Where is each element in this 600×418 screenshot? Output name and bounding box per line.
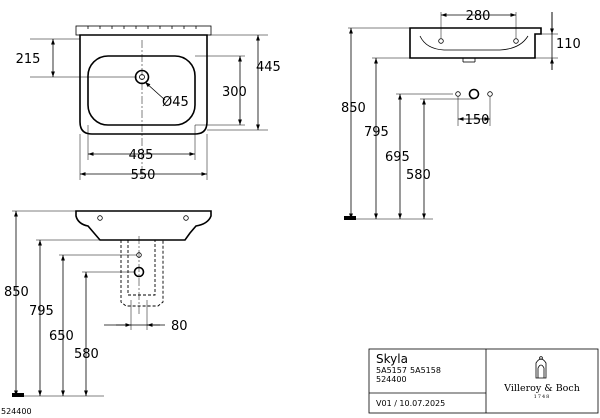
dim-150: 150 [465, 113, 490, 128]
dim-795: 795 [364, 125, 389, 140]
brand-year: 1748 [534, 394, 551, 400]
article-number-1: 5A5157 [376, 366, 407, 375]
dim-650-elev: 650 [49, 329, 74, 344]
product-name: Skyla [376, 352, 408, 366]
brand-logo: Villeroy & Boch 1748 [503, 356, 580, 400]
dim-580: 580 [406, 168, 431, 183]
dim-485: 485 [129, 148, 154, 163]
dim-80: 80 [171, 319, 188, 334]
dim-850: 850 [341, 101, 366, 116]
article-number-2: 5A5158 [410, 366, 441, 375]
dim-850-elev: 850 [4, 285, 29, 300]
bowl-outline [87, 55, 196, 126]
dim-300: 300 [222, 85, 247, 100]
dim-280: 280 [466, 9, 491, 24]
elevation-basin [75, 210, 212, 241]
dim-110: 110 [556, 37, 581, 52]
dim-line-45 [144, 81, 166, 101]
dim-445: 445 [256, 60, 281, 75]
dim-580-elev: 580 [74, 347, 99, 362]
drawing-number: 524400 [1, 407, 32, 416]
article-number-3: 524400 [376, 375, 407, 384]
connection-left [455, 91, 461, 97]
dim-795-elev: 795 [29, 304, 54, 319]
brand-name: Villeroy & Boch [503, 383, 580, 394]
basin-outline-top [79, 34, 208, 135]
side-view: 280 110 150 850 795 695 580 [341, 9, 581, 220]
dim-550: 550 [131, 168, 156, 183]
dim-695: 695 [385, 150, 410, 165]
front-wall-strip [75, 25, 212, 36]
connection-center [468, 88, 480, 100]
version-date: V01 / 10.07.2025 [376, 399, 445, 408]
title-block: Skyla 5A5157 5A5158 524400 V01 / 10.07.2… [368, 348, 599, 414]
connection-right [487, 91, 493, 97]
siphon-cover-hidden [120, 240, 164, 307]
front-view: 215 445 300 Ø45 485 550 [16, 25, 281, 183]
dim-45: Ø45 [162, 95, 189, 110]
elevation-view: 850 795 650 580 80 [4, 210, 212, 397]
dim-215: 215 [16, 52, 41, 67]
